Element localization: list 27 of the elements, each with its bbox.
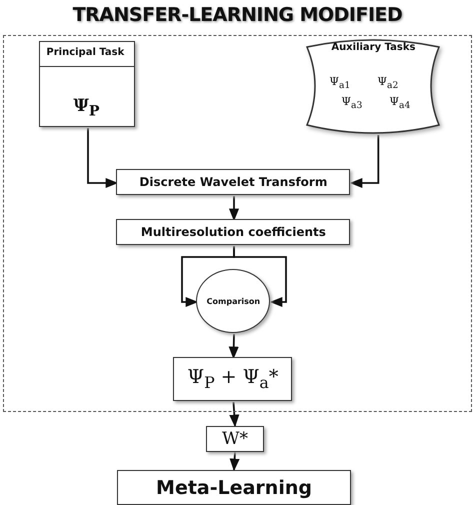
- task-box: [39, 41, 136, 128]
- symbol-label: Ψ$_{a3}$: [341, 95, 362, 112]
- node-label: Ψ$_{P}$ + Ψ$_{a}$*: [187, 366, 278, 392]
- symbol-label: Ψ$_{a1}$: [329, 75, 350, 92]
- arrow: [228, 196, 240, 222]
- node-label: Discrete Wavelet Transform: [139, 175, 328, 190]
- arrow: [230, 452, 240, 472]
- process-box: [117, 470, 351, 505]
- arrow: [229, 402, 240, 428]
- arrow: [87, 128, 118, 188]
- node-label: W*: [222, 429, 248, 449]
- node-label: Comparison: [206, 296, 260, 306]
- symbol-label: Ψ$_{a4}$: [389, 95, 410, 112]
- arrow: [233, 246, 287, 308]
- symbol-label: Ψ$_{a2}$: [377, 75, 398, 92]
- symbol-label: Ψ$_{P}$: [73, 96, 100, 120]
- node-label: Meta-Learning: [156, 476, 312, 498]
- box-heading: Principal Task: [46, 47, 124, 58]
- cloud-heading: Auxiliary Tasks: [330, 42, 416, 54]
- process-box: [206, 426, 264, 452]
- process-box: [173, 357, 292, 402]
- node-label: Multiresolution coefficients: [140, 225, 326, 240]
- arrow: [228, 334, 239, 360]
- process-box: [116, 219, 350, 246]
- process-box: [116, 169, 350, 196]
- arrow: [350, 135, 380, 188]
- group-title: TRANSFER-LEARNING MODIFIED: [72, 4, 404, 26]
